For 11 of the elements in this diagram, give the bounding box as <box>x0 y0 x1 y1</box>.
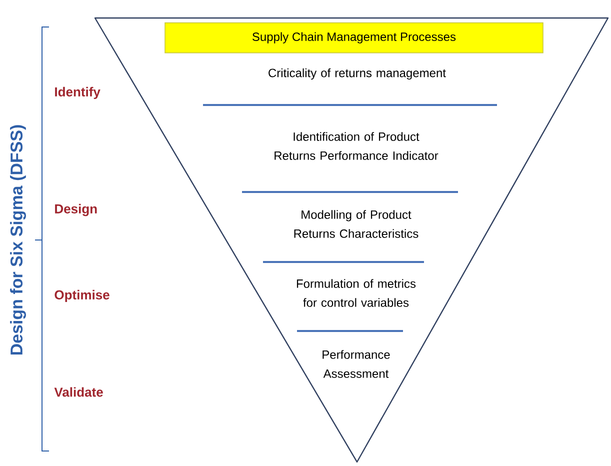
title-box: Supply Chain Management Processes <box>164 22 544 54</box>
stage-label: Identify <box>55 86 100 100</box>
step-text: Formulation of metrics for control variables <box>296 279 416 307</box>
step-text: Modelling of Product Returns Characteristics <box>294 210 418 238</box>
step-text: Identification of Product Returns Performance Indicator <box>274 132 438 160</box>
stage-label: Design <box>55 204 97 216</box>
vertical-title: Design for Six Sigma (DFSS) <box>10 125 26 355</box>
stage-label: Validate <box>54 387 103 397</box>
step-text: Performance Assessment <box>322 350 390 378</box>
stage-label: Optimise <box>54 290 110 302</box>
step-text: Criticality of returns management <box>268 68 446 80</box>
